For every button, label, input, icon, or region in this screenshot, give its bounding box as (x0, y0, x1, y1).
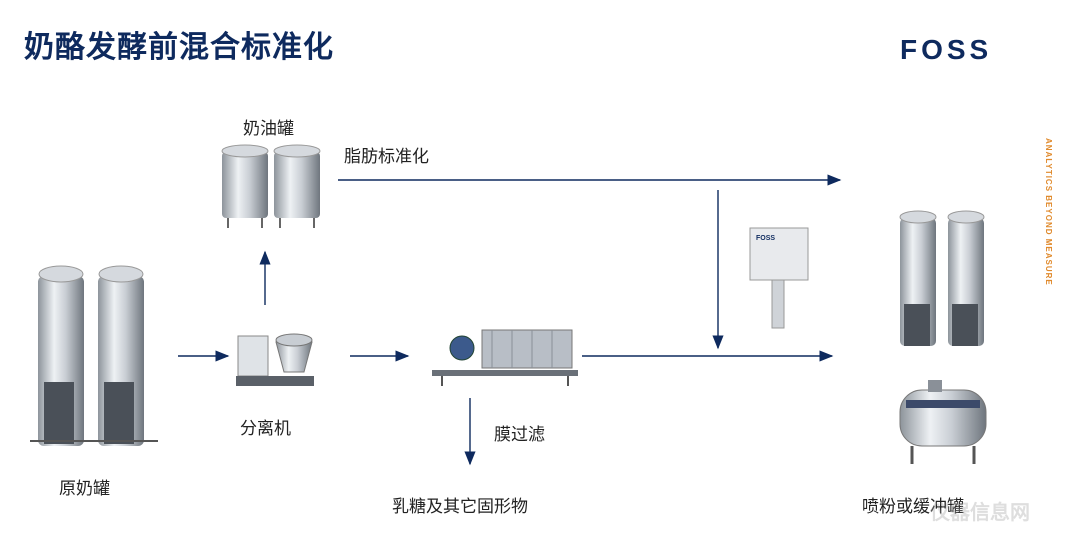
membrane-filtration-icon (432, 329, 578, 386)
raw-milk-tank-icon (30, 265, 158, 446)
membrane-filtration-label: 膜过滤 (494, 425, 545, 445)
separator-label: 分离机 (240, 419, 291, 439)
foss-logo: FOSS (900, 34, 993, 65)
cream-tank-label: 奶油罐 (243, 119, 294, 139)
separator-icon (236, 333, 314, 386)
cream-tank-icon (221, 144, 321, 228)
analyzer-brand-label: FOSS (756, 235, 775, 242)
inline-analyzer-icon: FOSS (749, 227, 809, 329)
raw-milk-tank-label: 原奶罐 (59, 479, 110, 499)
buffer-tank-icon (899, 210, 985, 346)
lactose-solids-label: 乳糖及其它固形物 (392, 497, 528, 517)
page-title: 奶酪发酵前混合标准化 (24, 30, 334, 65)
watermark: 仪器信息网 (930, 500, 1030, 524)
fat-standardization-label: 脂肪标准化 (344, 147, 429, 167)
spray-or-buffer-tank-label: 喷粉或缓冲罐 (862, 497, 964, 517)
tagline: ANALYTICS BEYOND MEASURE (1044, 138, 1053, 286)
spray-dryer-icon (899, 380, 987, 464)
